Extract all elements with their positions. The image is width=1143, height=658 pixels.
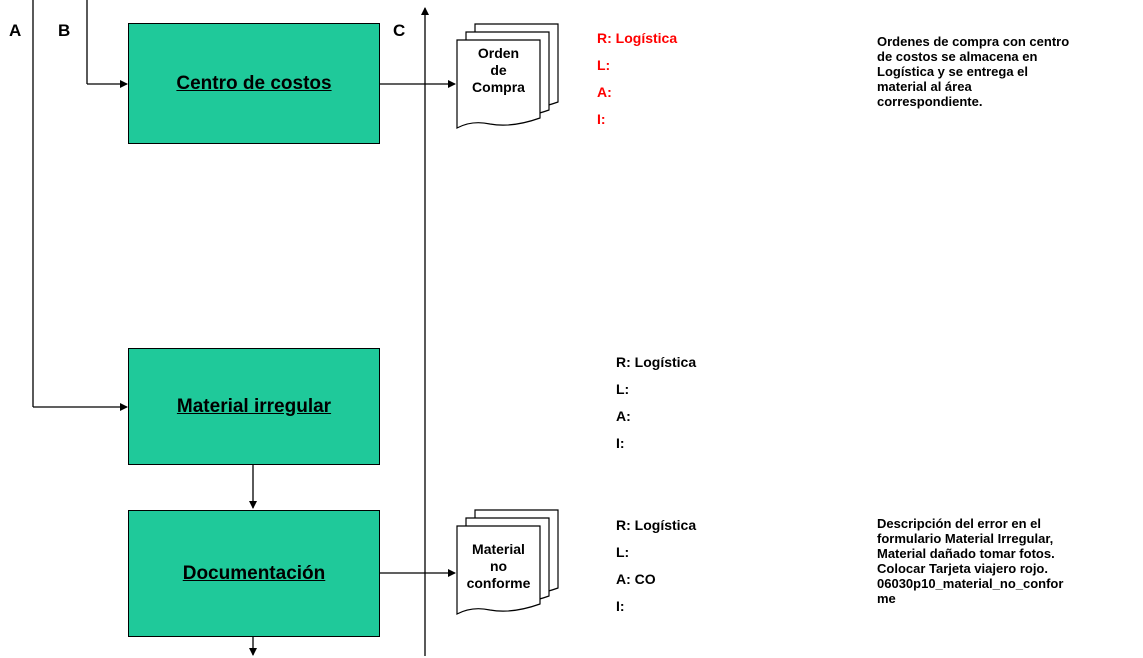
doc-line: conforme xyxy=(466,575,531,591)
raci-block-documentacion: R: Logística L: A: CO I: xyxy=(616,512,696,620)
process-box-label: Documentación xyxy=(182,562,326,584)
raci-a: A: xyxy=(597,84,612,100)
raci-a: A: xyxy=(616,408,631,424)
doc-line: de xyxy=(490,62,507,78)
note-line: formulario Material Irregular, xyxy=(877,531,1054,546)
note-line: Ordenes de compra con centro xyxy=(877,34,1070,49)
raci-block-centro: R: Logística L: A: I: xyxy=(597,25,677,133)
note-line: me xyxy=(877,591,896,606)
raci-block-material: R: Logística L: A: I: xyxy=(616,349,696,457)
doc-line: Compra xyxy=(472,79,525,95)
note-line: material al área xyxy=(877,79,972,94)
doc-line: no xyxy=(489,558,508,574)
note-line: de costos se almacena en xyxy=(877,49,1038,64)
process-box-documentacion[interactable]: Documentación xyxy=(128,510,380,637)
document-label-material-no-conforme: Material no conforme xyxy=(457,541,540,592)
document-label-orden-de-compra: Orden de Compra xyxy=(457,45,540,96)
process-box-label: Centro de costos xyxy=(176,72,332,94)
material-no-conforme-document-icon xyxy=(456,509,559,615)
raci-r: R: Logística xyxy=(597,30,678,46)
raci-r: R: Logística xyxy=(616,354,697,370)
note-line: correspondiente. xyxy=(877,94,983,109)
raci-i: I: xyxy=(597,111,606,127)
note-line: 06030p10_material_no_confor xyxy=(877,576,1064,591)
note-line: Descripción del error en el xyxy=(877,516,1042,531)
lane-a-label: A xyxy=(9,21,22,40)
raci-l: L: xyxy=(616,544,630,560)
doc-line: Orden xyxy=(477,45,520,61)
note-documentacion: Descripción del error en el formulario M… xyxy=(877,516,1063,606)
raci-r: R: Logística xyxy=(616,517,697,533)
note-orden-de-compra: Ordenes de compra con centro de costos s… xyxy=(877,34,1069,109)
note-line: Logística y se entrega el xyxy=(877,64,1029,79)
raci-a: A: CO xyxy=(616,571,656,587)
raci-i: I: xyxy=(616,435,625,451)
process-box-centro-de-costos[interactable]: Centro de costos xyxy=(128,23,380,144)
doc-line: Material xyxy=(472,541,525,557)
process-box-material-irregular[interactable]: Material irregular xyxy=(128,348,380,465)
note-line: Material dañado tomar fotos. xyxy=(877,546,1055,561)
lane-b-label: B xyxy=(58,21,71,40)
raci-l: L: xyxy=(597,57,611,73)
process-box-label: Material irregular xyxy=(176,395,332,417)
orden-de-compra-document-icon xyxy=(456,23,559,129)
raci-i: I: xyxy=(616,598,625,614)
raci-l: L: xyxy=(616,381,630,397)
lane-c-label: C xyxy=(393,21,406,40)
note-line: Colocar Tarjeta viajero rojo. xyxy=(877,561,1048,576)
